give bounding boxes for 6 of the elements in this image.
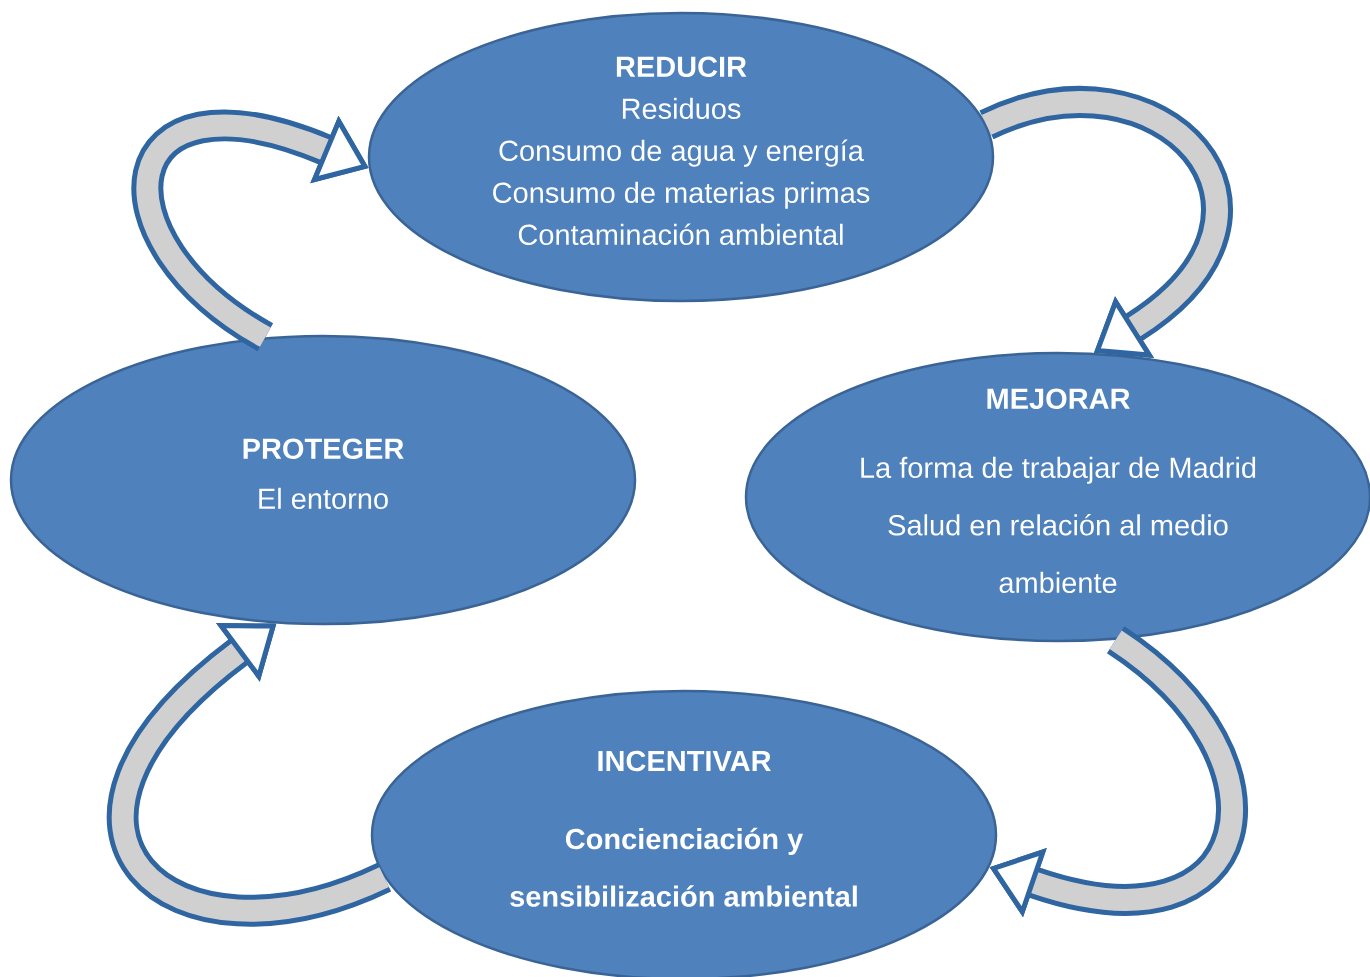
ellipse-node: INCENTIVAR Concienciación y sensibilización ambiental <box>370 689 998 977</box>
curved-arrow <box>980 86 1233 359</box>
ellipse-node: REDUCIR Residuos Consumo de agua y energía Consumo de materias primas Contaminación ambiental <box>367 11 995 303</box>
ellipse-node: PROTEGER El entorno <box>9 334 637 626</box>
ellipse-node: MEJORAR La forma de trabajar de Madrid Salud en relación al medio ambiente <box>744 351 1370 643</box>
curved-arrow <box>106 623 391 927</box>
